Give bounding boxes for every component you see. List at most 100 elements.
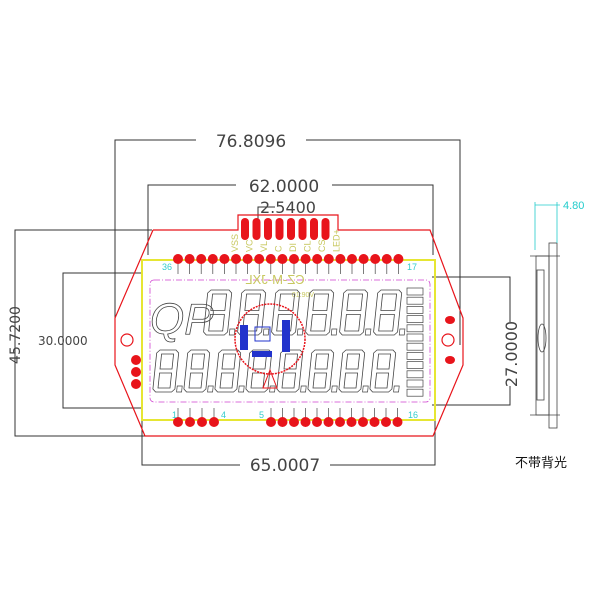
- digit: [214, 349, 245, 393]
- pin-pad: [335, 417, 345, 427]
- connector-pad: [298, 218, 307, 240]
- pin-pad: [323, 417, 334, 427]
- pin-pad: [254, 254, 265, 264]
- dim-view-height: 27.0000: [502, 321, 521, 387]
- pin-pad: [312, 254, 323, 264]
- pin-pad: [242, 254, 253, 264]
- dim-thickness: 4.80: [563, 200, 584, 212]
- pin-pad: [219, 254, 230, 264]
- dim-pin-pitch: 2.5400: [260, 198, 316, 217]
- pcb-outline: [114, 214, 464, 437]
- pin-label: VC: [245, 239, 255, 252]
- bar-segment: [406, 296, 424, 305]
- bar-segment: [406, 333, 424, 342]
- connector-pad: [310, 218, 318, 240]
- pin-pad: [347, 254, 357, 264]
- pin-pad: [289, 254, 299, 264]
- dim-glass-height: 30.0000: [38, 334, 88, 348]
- thickness-dimension: [534, 202, 560, 250]
- bar-segment: [406, 306, 424, 314]
- bar-segment: [406, 352, 424, 360]
- dim-board-width: 62.0000: [249, 177, 319, 197]
- pins: [173, 254, 404, 427]
- connector-pad: [321, 218, 330, 240]
- bar-segment: [406, 388, 424, 397]
- pin-pad: [312, 417, 322, 427]
- pin-pad: [346, 417, 357, 427]
- pin-pad: [300, 254, 311, 264]
- pin-pad: [209, 417, 219, 427]
- pin-pad: [323, 254, 334, 264]
- pin-pad: [277, 417, 288, 427]
- digit: [183, 349, 214, 393]
- version-text: 01:90V: [292, 292, 315, 299]
- digit: [305, 289, 338, 336]
- pin-pad: [265, 254, 276, 264]
- detail-callout: [234, 303, 306, 389]
- dim-glass-width: 65.0007: [250, 456, 320, 476]
- lcd-glass: [141, 259, 436, 421]
- pin-pad: [289, 417, 299, 427]
- pin-number-1: 1: [172, 410, 177, 420]
- digit: [369, 349, 400, 393]
- pin-pad: [277, 254, 288, 264]
- pin-pad: [393, 254, 404, 264]
- bar-segment: [406, 361, 424, 369]
- bar-segment: [406, 342, 424, 351]
- pin-label: VL: [259, 241, 269, 252]
- pin-label: LED+: [332, 229, 342, 252]
- pin-pad: [196, 254, 207, 264]
- bar-segment: [406, 315, 424, 323]
- qp-symbol: QP: [150, 295, 214, 344]
- connector-pad: [264, 218, 272, 240]
- side-view: [530, 242, 560, 429]
- pin-number-17: 17: [407, 262, 417, 272]
- bar-segment: [406, 379, 424, 388]
- pin-pad: [185, 417, 195, 427]
- dim-overall-width: 76.8096: [216, 132, 286, 152]
- pin-pad: [381, 417, 391, 427]
- connector-pad: [241, 218, 249, 240]
- digit: [203, 289, 236, 336]
- caption-no-backlight: 不带背光: [515, 456, 568, 471]
- pin-pad: [207, 254, 218, 264]
- pin-pad: [370, 254, 381, 264]
- pin-label: CL: [303, 240, 313, 252]
- pin-pad: [381, 254, 392, 264]
- pin-pad: [392, 417, 403, 427]
- pin-label: CS: [317, 239, 327, 252]
- pin-pad: [369, 417, 380, 427]
- pin-pad: [358, 417, 368, 427]
- pin-pad: [184, 254, 195, 264]
- pin-pad: [173, 254, 183, 264]
- bar-segment: [406, 324, 424, 333]
- pin-pad: [173, 417, 183, 427]
- connector-pad: [275, 218, 284, 240]
- connector-pad: [287, 218, 295, 240]
- pin-number-36: 36: [162, 262, 172, 272]
- pin-pad: [358, 254, 369, 264]
- digit: [373, 289, 406, 336]
- pin-number-16: 16: [408, 410, 418, 420]
- digit: [307, 349, 338, 393]
- seven-segment-digits: [152, 287, 424, 397]
- side-pads: [131, 316, 455, 389]
- connector-pads: [241, 218, 330, 240]
- pin-number-4: 4: [221, 410, 226, 420]
- connector-pad: [252, 218, 261, 240]
- pin-pad: [300, 417, 311, 427]
- digit: [271, 289, 304, 336]
- viewing-area: [149, 279, 431, 403]
- digit: [339, 289, 372, 336]
- digit: [152, 349, 183, 393]
- bar-segment: [406, 287, 424, 296]
- bar-segment: [406, 370, 424, 379]
- pin-pad: [335, 254, 346, 264]
- pin-pad: [197, 417, 207, 427]
- pin-pad: [266, 417, 276, 427]
- pin-number-5: 5: [259, 410, 264, 420]
- pin-label: C: [274, 245, 284, 252]
- digit: [338, 349, 369, 393]
